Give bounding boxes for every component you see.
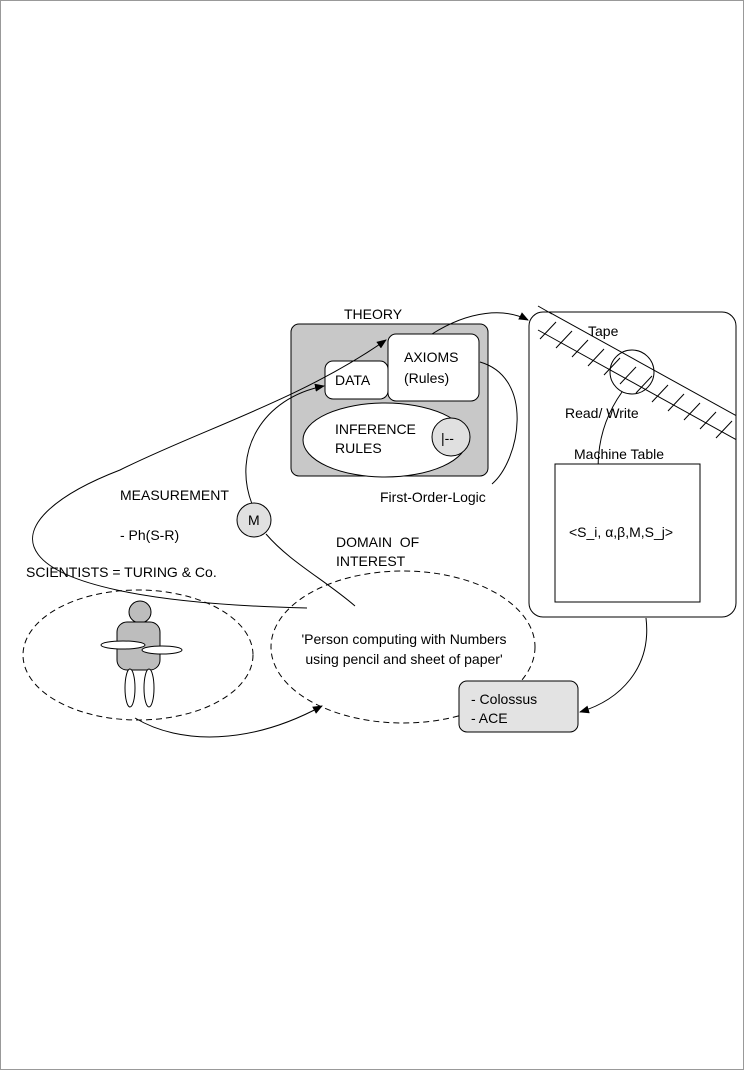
measurement-circle	[236, 502, 272, 538]
tape-end	[537, 305, 553, 315]
machine-table-label: Machine Table	[574, 446, 664, 462]
tape	[537, 312, 736, 445]
data-label: DATA	[335, 372, 371, 388]
colossus-item: - Colossus	[471, 691, 537, 707]
axioms-box	[387, 333, 480, 402]
tape-label: Tape	[588, 323, 619, 339]
measurement-label: MEASUREMENT	[120, 487, 229, 503]
computers-box	[458, 680, 579, 733]
axioms-rules-label: (Rules)	[404, 370, 449, 386]
machine-table-box	[554, 463, 701, 603]
turnstile-circle	[431, 417, 471, 457]
measurement-to-data-arrow	[245, 383, 325, 505]
person-figure	[100, 600, 183, 708]
scientists-label: SCIENTISTS = TURING & Co.	[26, 564, 217, 580]
axioms-label: AXIOMS	[404, 349, 458, 365]
measurement-m: M	[248, 512, 260, 528]
theory-title: THEORY	[344, 306, 403, 322]
first-order-logic-label: First-Order-Logic	[380, 489, 486, 505]
inference-label: INFERENCE	[335, 421, 416, 437]
theory-to-machine-arrow	[431, 312, 529, 335]
ace-item: - ACE	[471, 710, 508, 726]
domain-quote-line1: 'Person computing with Numbers	[302, 631, 507, 647]
domain-ellipse	[270, 570, 536, 724]
machine-table-tuple: <S_i, α,β,M,S_j>	[569, 524, 673, 540]
domain-quote-line2: using pencil and sheet of paper'	[305, 651, 502, 667]
domain-label-line2: INTEREST	[336, 553, 406, 569]
measurement-formula: - Ph(S-R)	[120, 527, 179, 543]
domain-label-line1: DOMAIN OF	[336, 534, 419, 550]
measurement-to-domain-line	[265, 533, 356, 607]
scientists-to-axioms-arrow	[32, 339, 387, 609]
scientists-to-domain-arrow	[134, 705, 323, 738]
machine-to-computers-arrow	[579, 617, 648, 714]
rules-label: RULES	[335, 440, 382, 456]
logic-connector	[479, 361, 518, 485]
read-write-head	[609, 349, 655, 395]
turnstile-symbol: |--	[441, 430, 454, 446]
read-write-label: Read/ Write	[565, 405, 639, 421]
